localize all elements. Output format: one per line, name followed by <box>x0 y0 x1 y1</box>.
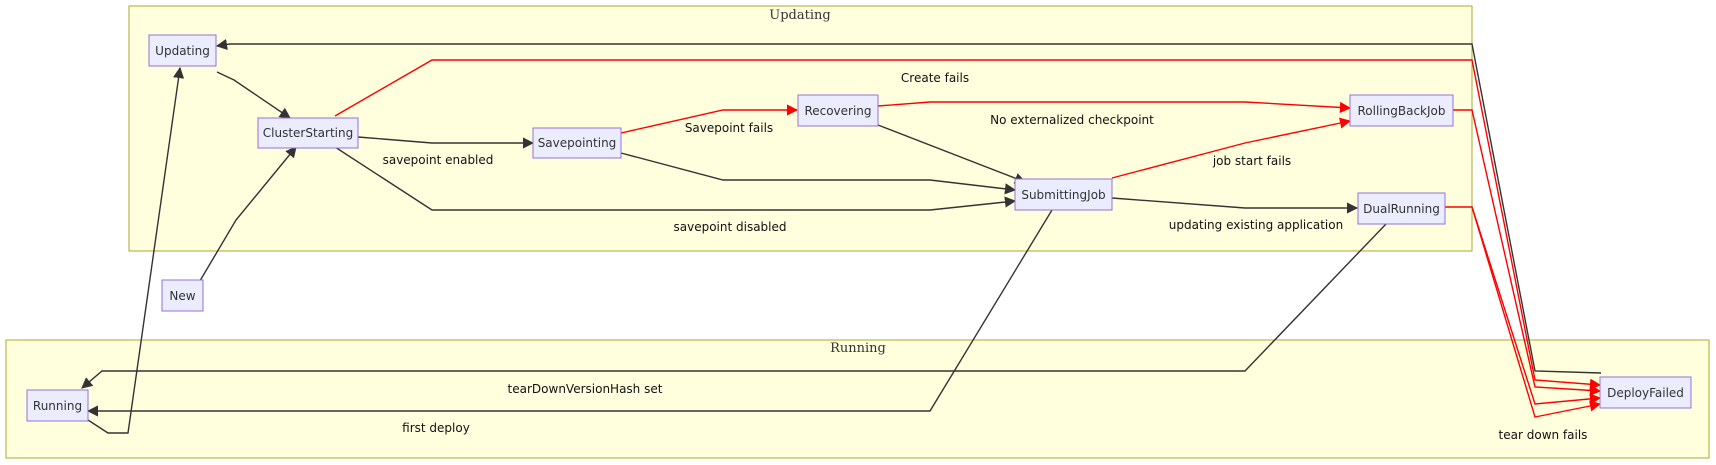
node-new-label: New <box>169 289 195 303</box>
node-deploy-failed-label: DeployFailed <box>1607 386 1684 400</box>
node-dual-running-label: DualRunning <box>1363 202 1440 216</box>
edge-running-to-deploy-failed-tear-down <box>1471 206 1602 418</box>
node-deploy-failed[interactable]: DeployFailed <box>1599 376 1692 409</box>
node-dual-running[interactable]: DualRunning <box>1357 192 1446 225</box>
edge-dual-running-to-deploy-failed <box>1445 206 1602 405</box>
edge-submitting-job-to-rolling-back-job <box>1111 117 1352 179</box>
edge-updating-to-cluster-starting <box>216 71 291 119</box>
edge-dual-running-to-running <box>81 223 1387 389</box>
edge-label-no-externalized-checkpoint: No externalized checkpoint <box>990 113 1154 127</box>
edge-cluster-starting-to-deploy-failed <box>334 59 1602 390</box>
node-savepointing-label: Savepointing <box>538 136 617 150</box>
node-cluster-starting-label: ClusterStarting <box>263 126 353 140</box>
node-running-label: Running <box>33 399 82 413</box>
node-rolling-back-job[interactable]: RollingBackJob <box>1349 94 1454 127</box>
edge-label-updating-existing-application: updating existing application <box>1169 218 1343 232</box>
edge-cluster-starting-to-savepointing <box>357 136 535 149</box>
edge-label-create-fails: Create fails <box>901 71 969 85</box>
edge-label-savepoint-fails: Savepoint fails <box>685 121 773 135</box>
edge-submitting-job-to-dual-running <box>1111 197 1359 214</box>
edge-deploy-failed-to-updating <box>215 38 1602 374</box>
edge-label-tear-down-fails: tear down fails <box>1499 428 1588 442</box>
node-recovering[interactable]: Recovering <box>797 94 879 127</box>
edge-label-savepoint-disabled: savepoint disabled <box>673 220 786 234</box>
edge-cluster-starting-to-submitting-job <box>334 146 1017 211</box>
edge-recovering-to-submitting-job <box>877 124 1027 184</box>
node-recovering-label: Recovering <box>804 104 871 118</box>
node-submitting-job-label: SubmittingJob <box>1021 188 1105 202</box>
cluster-updating-title: Updating <box>769 8 830 23</box>
edge-savepointing-to-recovering <box>620 104 799 134</box>
edge-label-first-deploy: first deploy <box>402 421 470 435</box>
edge-label-savepoint-enabled: savepoint enabled <box>383 153 494 167</box>
edge-rolling-back-job-to-deploy-failed <box>1453 109 1602 396</box>
node-cluster-starting[interactable]: ClusterStarting <box>257 117 359 149</box>
node-submitting-job[interactable]: SubmittingJob <box>1014 178 1113 211</box>
edge-recovering-to-rolling-back-job <box>877 101 1352 114</box>
node-rolling-back-job-label: RollingBackJob <box>1358 104 1446 118</box>
edge-label-job-start-fails: job start fails <box>1212 154 1291 168</box>
node-running[interactable]: Running <box>26 389 89 422</box>
edge-label-teardown-version-hash-set: tearDownVersionHash set <box>508 382 663 396</box>
edge-running-to-updating <box>87 66 185 434</box>
node-updating-label: Updating <box>155 44 210 58</box>
edge-new-to-cluster-starting <box>190 146 297 297</box>
node-updating[interactable]: Updating <box>148 34 217 67</box>
edge-savepointing-to-submitting-job <box>620 152 1017 195</box>
node-savepointing[interactable]: Savepointing <box>532 127 622 159</box>
cluster-running-title: Running <box>830 341 886 356</box>
edge-submitting-job-to-running <box>86 209 1053 417</box>
node-new[interactable]: New <box>161 279 204 312</box>
cluster-running: Running <box>5 339 1710 459</box>
